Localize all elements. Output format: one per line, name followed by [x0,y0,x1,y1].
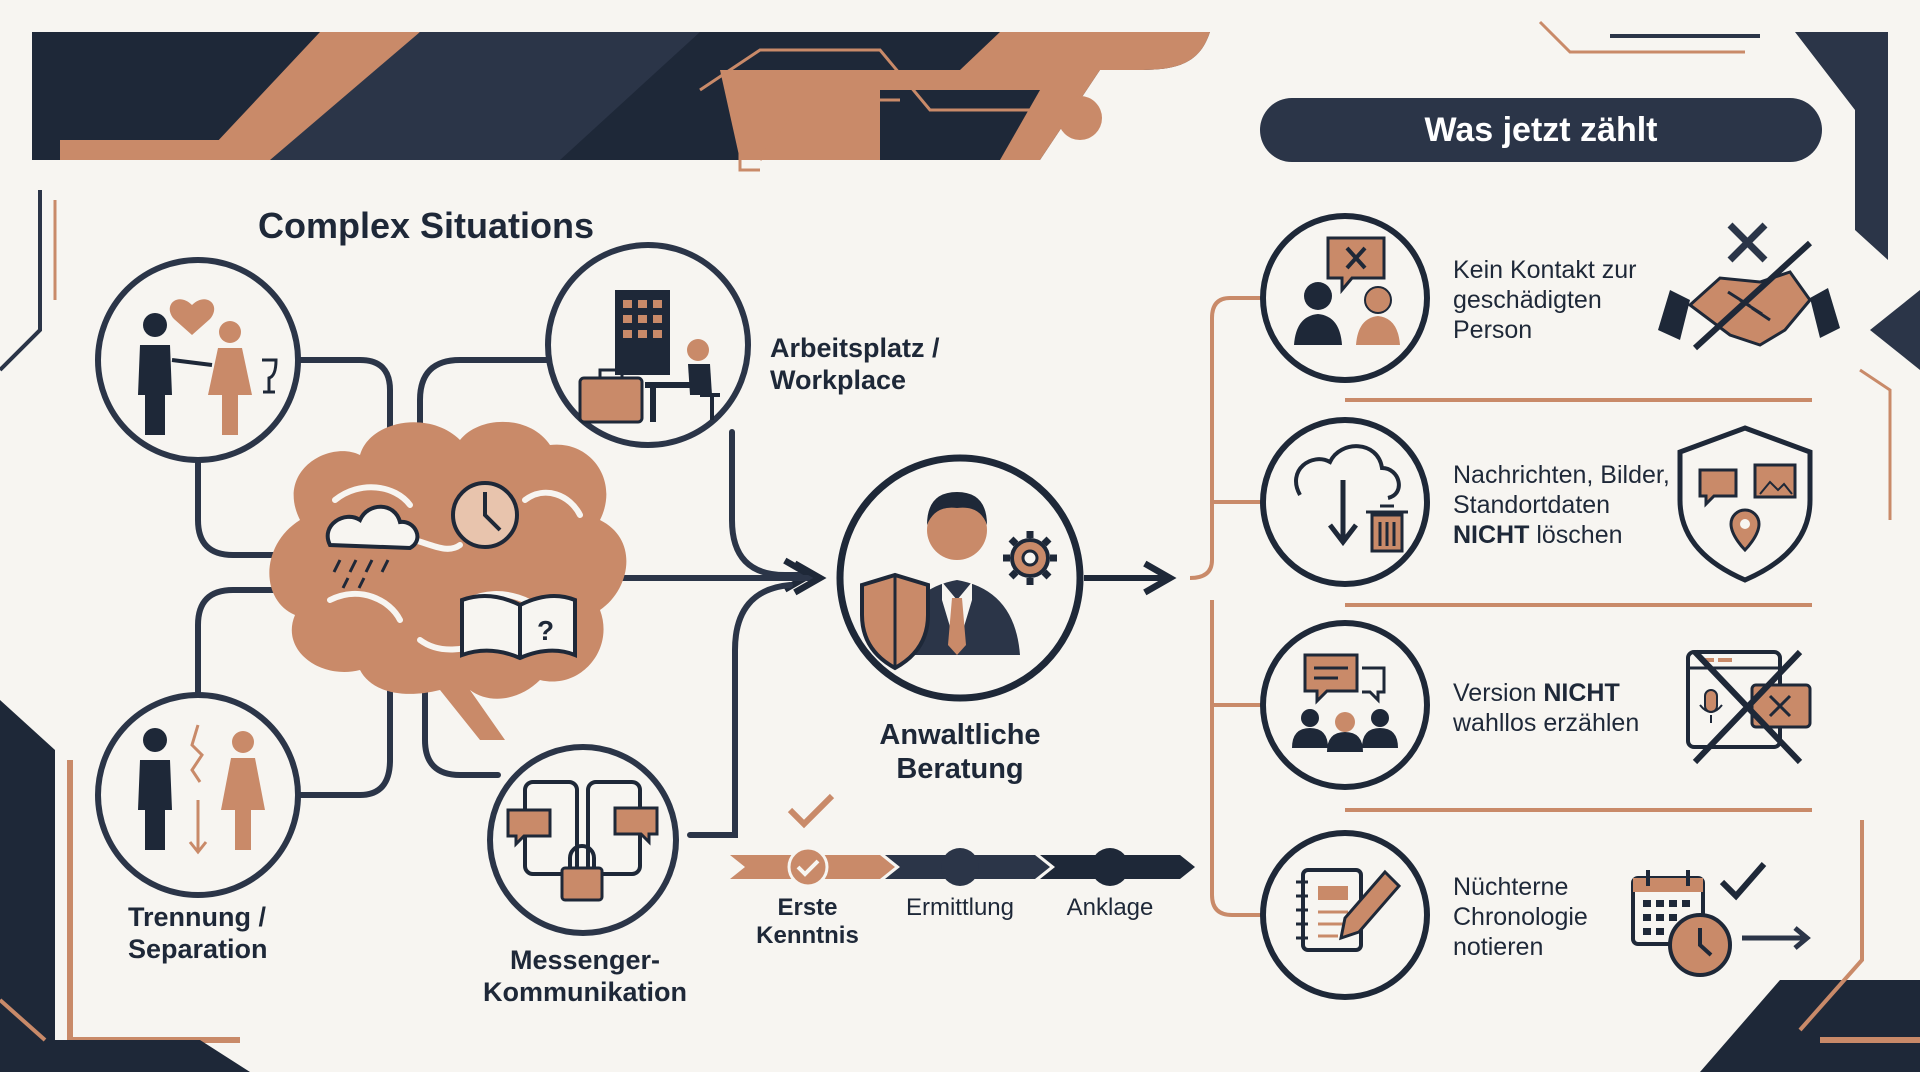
couple-heart-icon [138,299,278,435]
action-3-emphasis: NICHT [1543,679,1620,707]
check-icon [787,793,835,829]
connector-lines [195,357,827,838]
action-2-line3: NICHT löschen [1453,520,1670,550]
action-3-line2: wahllos erzählen [1453,709,1640,737]
label-separation-line1: Trennung / [128,902,266,932]
timeline-step-1-label: Erste Kenntnis [740,894,875,950]
brain-icon [269,421,627,740]
label-lawyer-line2: Beratung [896,753,1024,786]
phones-chat-lock-icon [506,780,659,902]
timeline-step-done [787,846,829,888]
bracket-connector [1189,296,1812,917]
action-1-line3: Person [1453,316,1533,344]
action-item-no-version: Version NICHT wahllos erzählen [1453,678,1639,738]
timeline-step-2-label: Ermittlung [905,894,1015,921]
label-workplace: Arbeitsplatz / Workplace [770,333,940,397]
book-question-icon: ? [460,594,577,661]
action-4-line3: notieren [1453,933,1544,961]
label-separation-line2: Separation [128,933,268,964]
header-decoration [32,32,1210,172]
separated-couple-icon [138,724,265,855]
svg-text:?: ? [537,615,554,646]
action-item-no-contact: Kein Kontakt zur geschädigten Person [1453,255,1636,345]
header-pill-was-jetzt-zaehlt: Was jetzt zählt [1260,98,1822,162]
corner-decoration [0,20,1920,1072]
action-2-emphasis: NICHT [1453,521,1530,549]
action-2-line3-rest: löschen [1529,521,1623,549]
no-contact-icon [1294,236,1400,345]
timeline [730,793,1195,888]
timeline-step-3-label: Anklage [1066,894,1154,921]
lawyer-shield-gear-icon [860,492,1057,671]
action-4-line1: Nüchterne [1453,873,1569,901]
node-separation [95,692,301,898]
node-workplace [545,242,751,448]
label-messenger-line1: Messenger- [509,945,661,975]
notebook-pen-icon [1296,868,1402,952]
label-lawyer: Anwaltliche Beratung [840,718,1080,786]
action-item-keep-data: Nachrichten, Bilder, Standortdaten NICHT… [1453,460,1670,550]
cloud-download-trash-icon [1294,444,1408,553]
action-3-line1-pre: Version [1453,679,1544,707]
section-title-complex: Complex Situations [258,205,595,246]
label-workplace-line2: Workplace [770,364,907,395]
timeline-step-1-line2: Kenntnis [756,922,859,949]
action-1-line2: geschädigten [1453,286,1602,314]
action-item-chronology: Nüchterne Chronologie notieren [1453,872,1588,962]
action-2-line2: Standortdaten [1453,491,1611,519]
timeline-step-pending [941,848,979,886]
node-relationship [95,257,301,463]
label-messenger: Messenger- Kommunikation [470,945,700,1009]
action-1-line1: Kein Kontakt zur [1453,256,1637,284]
node-lawyer [836,454,1084,702]
action-2-line1: Nachrichten, Bilder, [1453,461,1670,489]
action-3-line1: Version NICHT [1453,678,1639,708]
clock-icon [451,481,519,549]
calendar-clock-check-icon [1631,862,1811,977]
group-chat-icon [1292,653,1398,752]
crossed-handshake-icon [1658,222,1840,351]
office-desk-icon [578,290,720,424]
node-messenger [487,744,679,936]
label-workplace-line1: Arbeitsplatz / [770,333,940,363]
rain-cloud-icon [325,504,420,589]
label-messenger-line2: Kommunikation [482,976,687,1007]
timeline-step-1-line1: Erste [777,894,838,921]
label-separation: Trennung / Separation [128,902,268,966]
timeline-step-pending [1091,848,1129,886]
label-lawyer-line1: Anwaltliche [879,719,1041,751]
action-4-line2: Chronologie [1453,903,1588,931]
shield-data-icon [1677,425,1813,583]
crossed-voice-message-icon [1686,649,1812,765]
